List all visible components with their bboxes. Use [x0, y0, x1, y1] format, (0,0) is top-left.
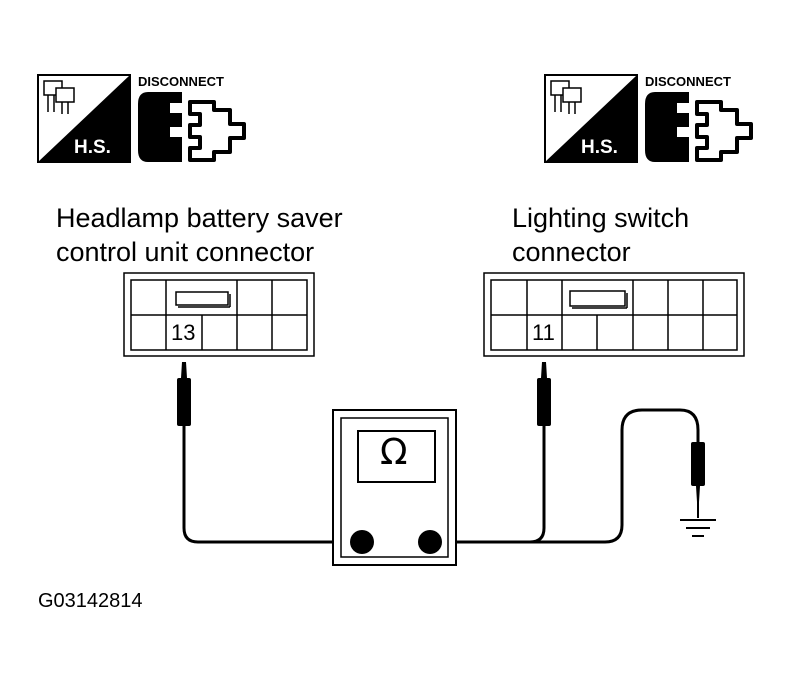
disconnect-icon-left	[138, 92, 246, 162]
left-connector	[123, 272, 315, 357]
right-pin-number: 11	[532, 320, 555, 345]
meter-terminal-left	[350, 530, 374, 554]
ohm-symbol: Ω	[380, 432, 408, 473]
hs-icon-right	[544, 74, 638, 163]
left-pin-number: 13	[171, 320, 196, 345]
figure-code: G03142814	[38, 590, 143, 612]
ohmmeter	[332, 409, 457, 566]
ground-icon	[680, 519, 716, 537]
wire-left	[182, 452, 359, 544]
left-probe	[177, 362, 191, 452]
wire-ground	[530, 408, 700, 544]
disconnect-icon-right	[645, 92, 753, 162]
hs-badge-right: H.S.	[581, 137, 618, 158]
meter-display	[357, 430, 436, 483]
right-probe	[537, 362, 551, 452]
right-connector-label-line1: Lighting switch	[512, 203, 690, 233]
right-connector	[483, 272, 745, 357]
harness-icon	[43, 80, 75, 114]
hs-icon-left	[37, 74, 131, 163]
ground-probe	[691, 442, 705, 518]
left-connector-label-line1: Headlamp battery saver	[56, 203, 343, 233]
hs-badge-left: H.S.	[74, 137, 111, 158]
disconnect-label-left: DISCONNECT	[138, 74, 224, 89]
harness-icon	[550, 80, 582, 114]
meter-terminal-right	[418, 530, 442, 554]
right-connector-label-line2: connector	[512, 237, 631, 267]
left-connector-label-line2: control unit connector	[56, 237, 315, 267]
disconnect-label-right: DISCONNECT	[645, 74, 731, 89]
